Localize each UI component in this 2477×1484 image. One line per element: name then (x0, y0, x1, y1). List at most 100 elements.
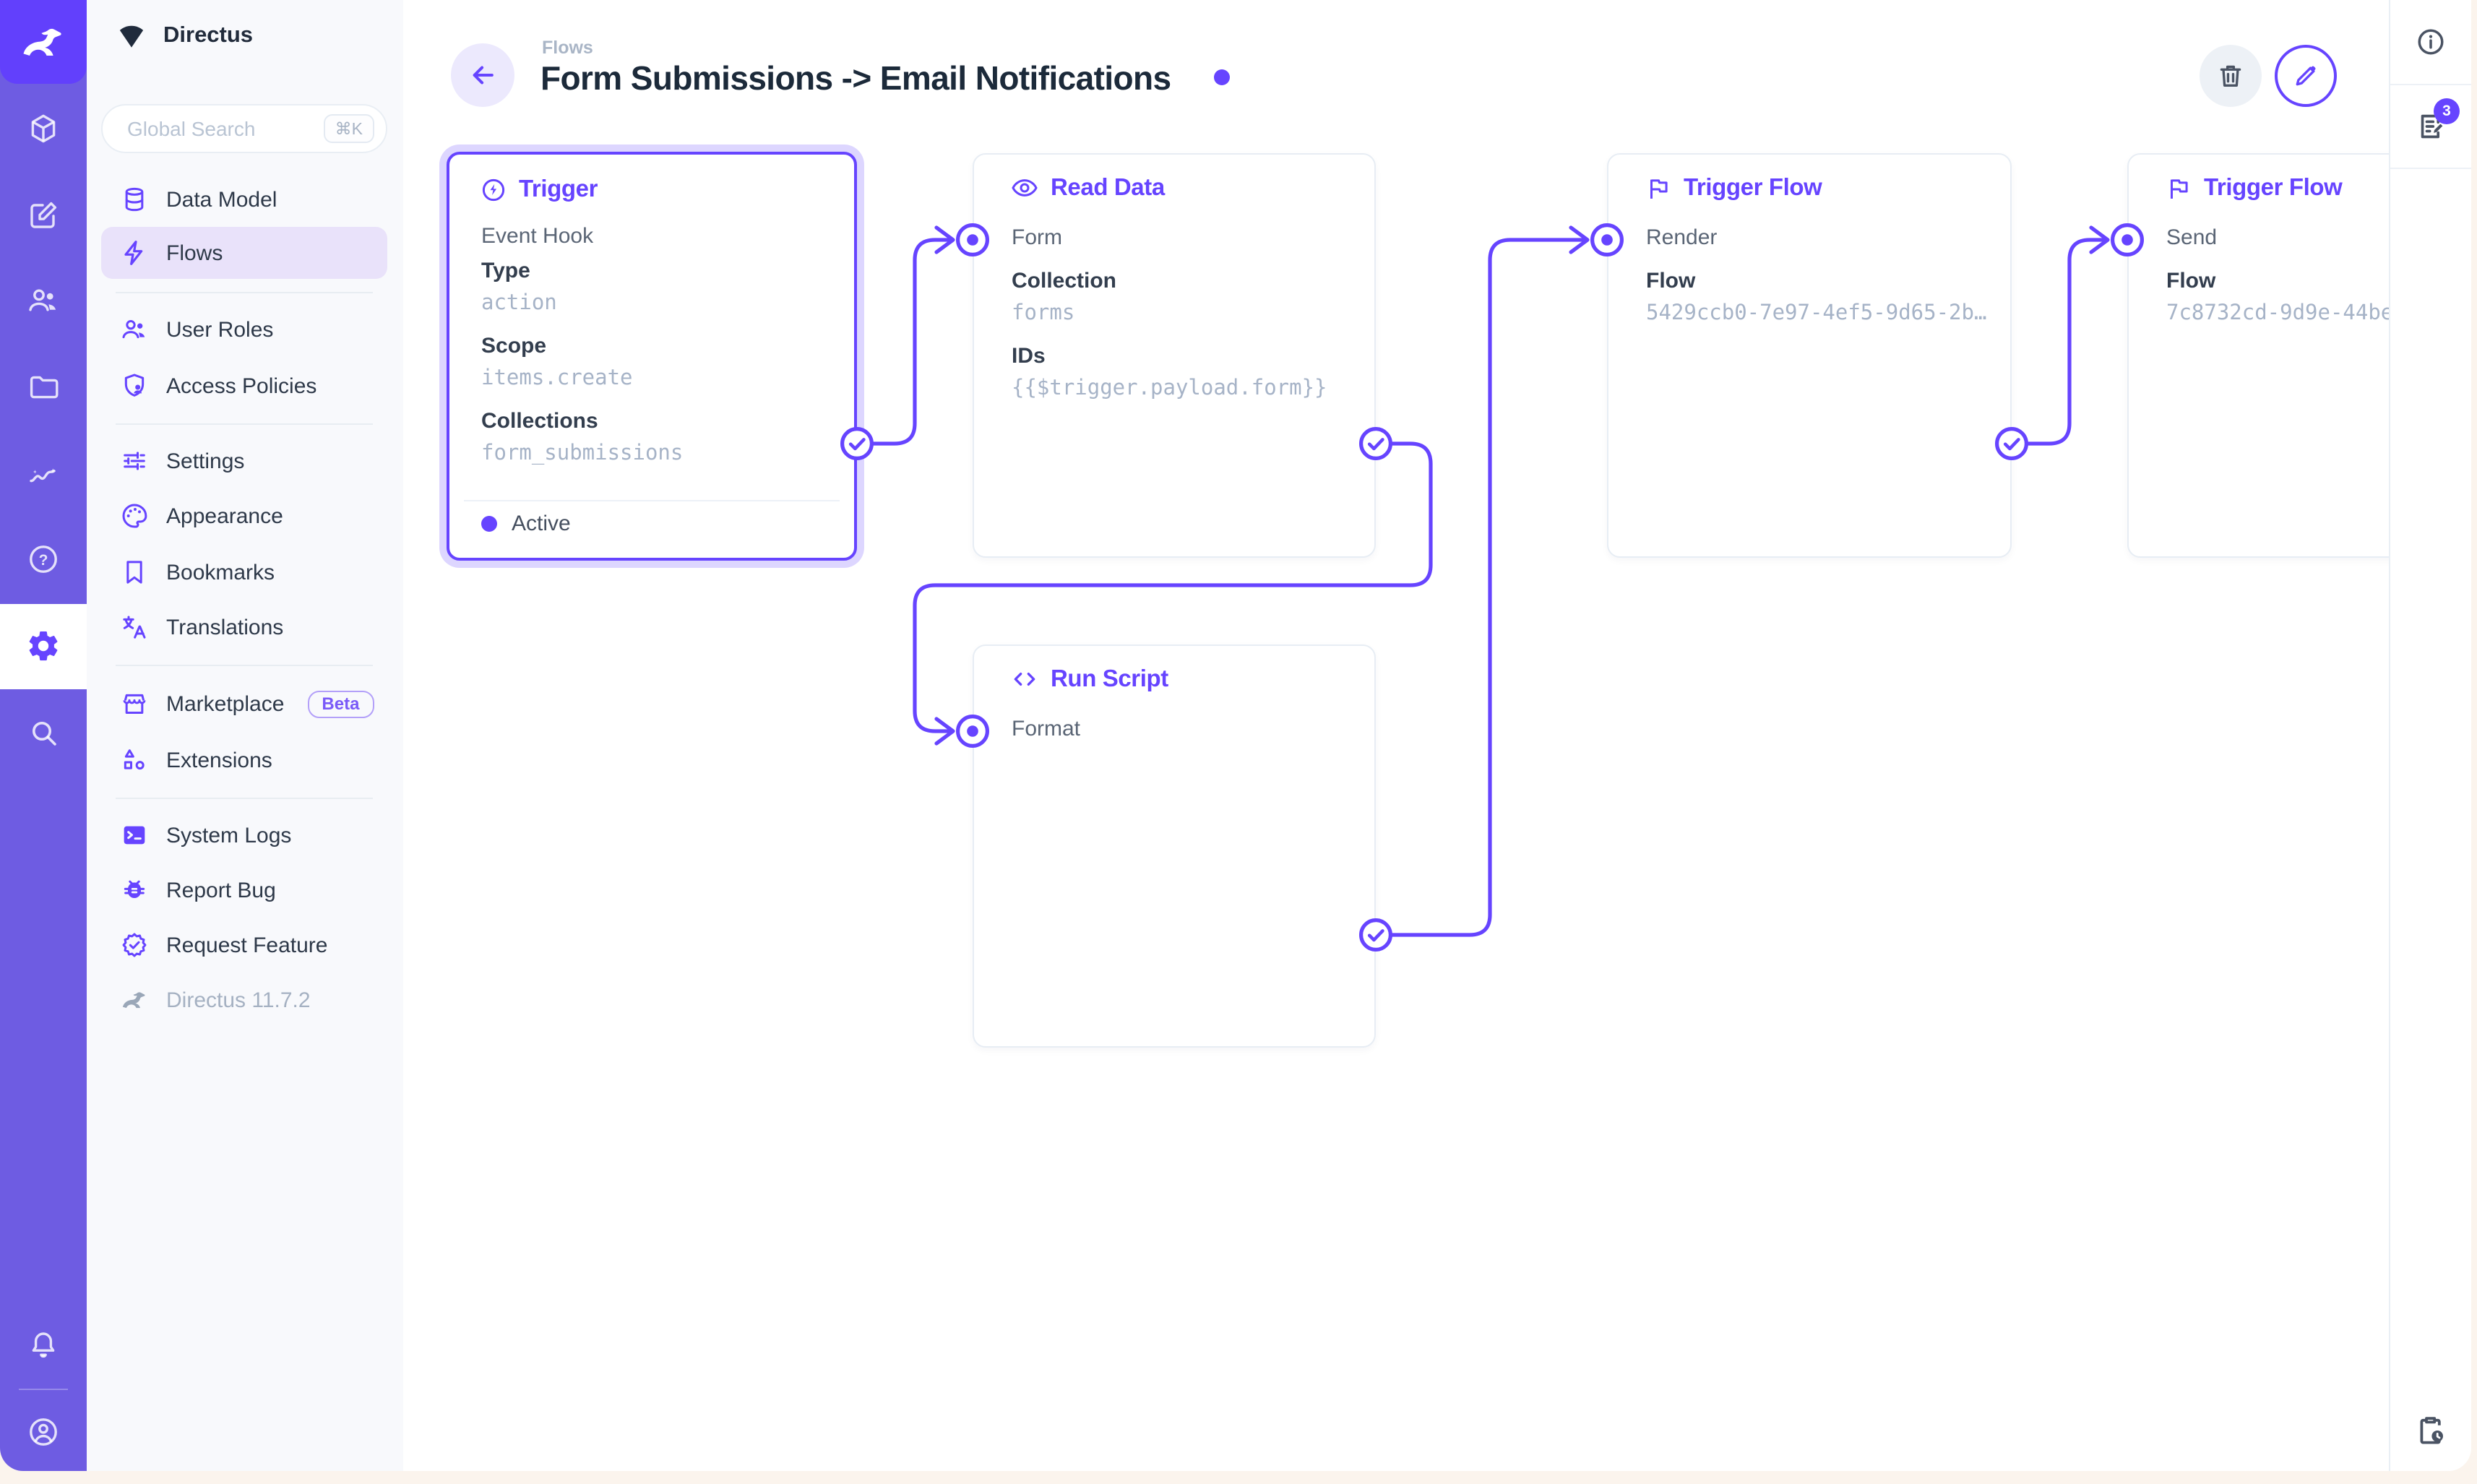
sidebar-item-version: Directus 11.7.2 (101, 974, 387, 1026)
revisions-button[interactable] (2390, 1390, 2471, 1471)
module-files-icon[interactable] (26, 370, 61, 405)
node-title: Trigger (519, 176, 598, 202)
nav-divider (116, 423, 373, 425)
sidebar-item-settings[interactable]: Settings (101, 435, 387, 487)
sidebar-item-label: Request Feature (166, 933, 328, 957)
module-settings-active-cell (0, 604, 87, 689)
field-value: 5429ccb0-7e97-4ef5-9d65-2b… (1646, 302, 1987, 325)
sidebar-divider (2390, 84, 2471, 85)
edge-arrowhead (2089, 225, 2110, 254)
nav-divider (116, 798, 373, 799)
module-insights-icon[interactable] (26, 457, 61, 491)
sidebar-item-label: Flows (166, 241, 223, 265)
node-input-label: Render (1646, 225, 1718, 250)
node-input-label: Form (1012, 225, 1062, 250)
sidebar-item-label: Bookmarks (166, 560, 275, 584)
sidebar-item-report-bug[interactable]: Report Bug (101, 864, 387, 916)
user-avatar-icon[interactable] (26, 1415, 61, 1449)
search-shortcut-chip: ⌘K (323, 114, 374, 143)
node-title: Trigger Flow (2204, 175, 2343, 201)
module-settings-icon[interactable] (26, 629, 61, 663)
bookmark-icon (126, 561, 142, 584)
module-users-icon[interactable] (26, 283, 61, 318)
delete-flow-button[interactable] (2200, 45, 2262, 107)
logs-button[interactable] (2390, 85, 2471, 168)
info-button[interactable] (2390, 0, 2471, 84)
field-value: 7c8732cd-9d9e-44be (2166, 302, 2394, 325)
flow-node-run-script[interactable]: Run Script Format (973, 644, 1376, 1048)
back-button[interactable] (451, 43, 514, 107)
sidebar-item-label: Report Bug (166, 878, 276, 902)
active-dot (481, 516, 497, 532)
field-value: action (481, 292, 557, 315)
palette-icon (122, 504, 147, 528)
field-label: Flow (1646, 269, 1696, 293)
sidebar-item-system-logs[interactable]: System Logs (101, 809, 387, 861)
nav-divider (116, 665, 373, 666)
sidebar-item-access-policies[interactable]: Access Policies (101, 360, 387, 412)
project-header[interactable]: Directus (116, 20, 253, 52)
sidebar-item-label: Data Model (166, 187, 277, 212)
svg-text:?: ? (39, 552, 48, 569)
translate-icon (123, 616, 146, 639)
flow-node-read-data[interactable]: Read Data Form Collection forms IDs {{$t… (973, 153, 1376, 558)
sidebar-item-label: Access Policies (166, 374, 317, 398)
global-search-input[interactable]: Global Search ⌘K (101, 104, 387, 153)
storefront-icon (123, 694, 146, 714)
module-search-icon[interactable] (26, 715, 61, 750)
breadcrumb[interactable]: Flows (542, 38, 593, 58)
shield-person-icon (124, 374, 145, 397)
edit-flow-button[interactable] (2275, 45, 2337, 107)
sidebar-item-user-roles[interactable]: User Roles (101, 303, 387, 355)
flag-icon (2170, 178, 2188, 198)
notifications-bell-icon[interactable] (26, 1328, 61, 1363)
project-name: Directus (163, 23, 254, 48)
field-label: Scope (481, 334, 547, 358)
field-value: forms (1012, 302, 1075, 325)
extensions-icon (124, 749, 145, 770)
sidebar-item-extensions[interactable]: Extensions (101, 734, 387, 786)
edge-arrowhead (934, 717, 955, 746)
flag-icon (1650, 178, 1668, 198)
sidebar-item-appearance[interactable]: Appearance (101, 490, 387, 542)
page-title: Form Submissions -> Email Notifications (540, 59, 1171, 97)
sidebar-item-data-model[interactable]: Data Model (101, 173, 387, 225)
node-title: Trigger Flow (1684, 175, 1822, 201)
sidebar-item-flows[interactable]: Flows (101, 227, 387, 279)
sidebar-item-request-feature[interactable]: Request Feature (101, 919, 387, 971)
field-label: IDs (1012, 344, 1046, 368)
module-editor-icon[interactable] (26, 198, 61, 233)
node-input-label: Format (1012, 717, 1081, 741)
sidebar-item-translations[interactable]: Translations (101, 601, 387, 653)
sliders-icon (124, 452, 145, 470)
sidebar-item-label: Settings (166, 449, 245, 473)
module-content-icon[interactable] (26, 111, 61, 146)
node-input-label: Send (2166, 225, 2218, 250)
field-value: {{$trigger.payload.form}} (1012, 377, 1327, 400)
sidebar-item-marketplace[interactable]: Marketplace Beta (101, 678, 387, 730)
edge-arrowhead (1569, 225, 1590, 254)
module-bar-divider (19, 1389, 68, 1390)
directus-logo-tile[interactable] (0, 0, 87, 84)
directus-rabbit-gray-icon (122, 992, 145, 1009)
field-value: form_submissions (481, 442, 684, 465)
module-docs-icon[interactable]: ? (26, 542, 61, 577)
edge-arrowhead (934, 225, 955, 254)
bolt-icon (124, 241, 143, 265)
flow-node-trigger[interactable]: Trigger Event Hook Type action Scope ite… (447, 152, 857, 561)
flow-node-trigger-flow-render[interactable]: Trigger Flow Render Flow 5429ccb0-7e97-4… (1607, 153, 2012, 558)
database-icon (125, 187, 144, 212)
clipboard-clock-icon (2420, 1417, 2443, 1444)
sidebar-item-label: Appearance (166, 504, 283, 528)
edge-trigger-flow-render-to-send (2025, 238, 2109, 446)
code-icon (1014, 673, 1035, 686)
sidebar-item-label: Extensions (166, 748, 272, 772)
bug-icon (124, 880, 145, 898)
sidebar-divider (2390, 168, 2471, 169)
pencil-icon (2296, 66, 2316, 86)
sidebar-item-bookmarks[interactable]: Bookmarks (101, 546, 387, 598)
search-placeholder: Global Search (127, 117, 256, 140)
module-bar: ? (0, 0, 87, 1471)
nav-divider (116, 292, 373, 293)
